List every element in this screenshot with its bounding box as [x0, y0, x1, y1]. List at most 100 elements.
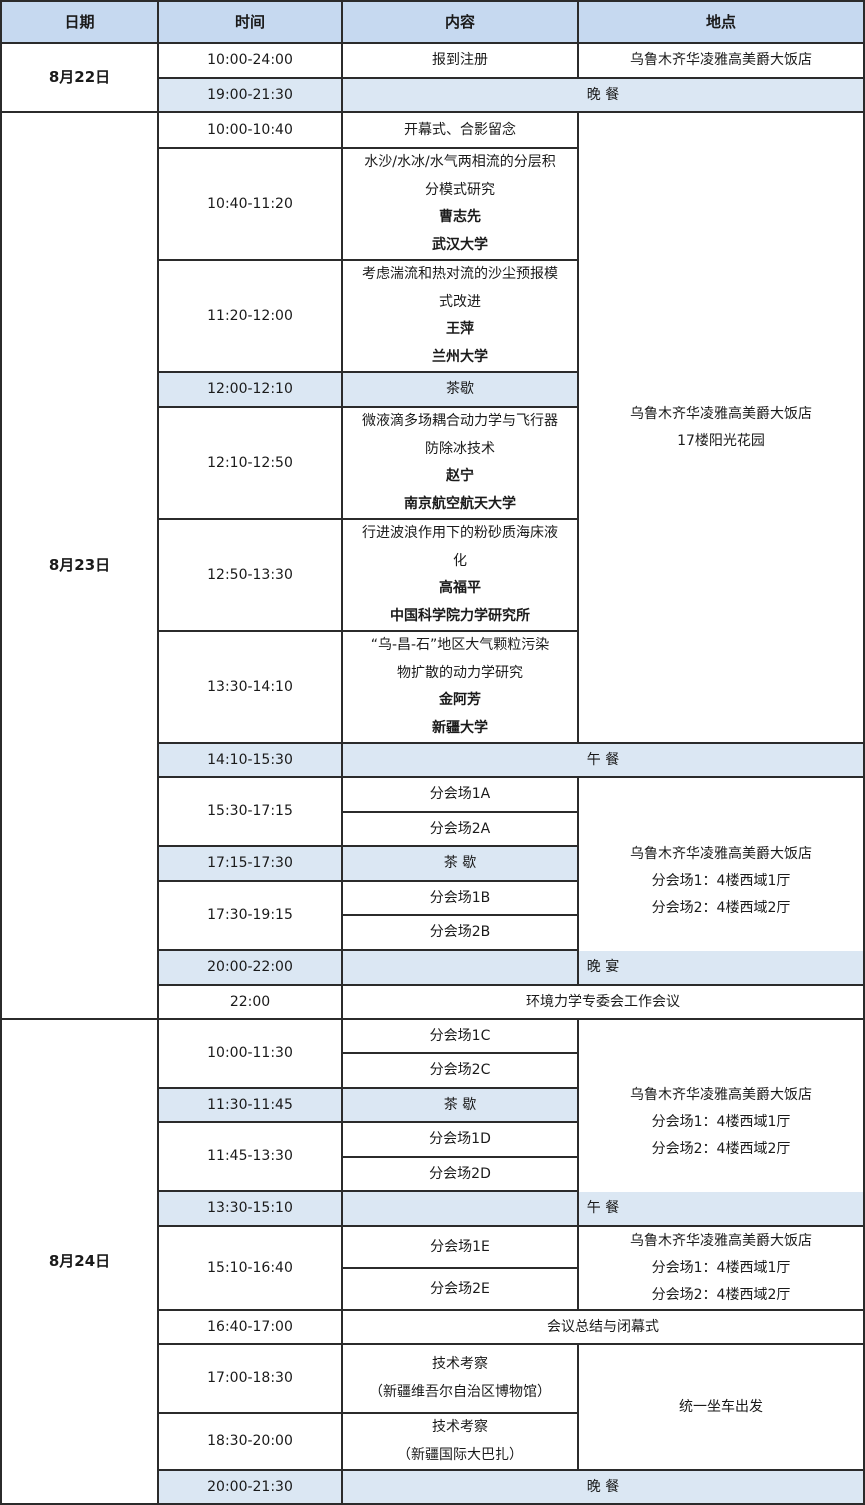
time-cell: 15:10-16:40 — [157, 1225, 343, 1311]
venue-line: 分会场1：4楼西域1厅 — [651, 872, 791, 889]
header-venue: 地点 — [577, 0, 865, 44]
time-cell: 17:15-17:30 — [157, 845, 343, 882]
venue-cell: 乌鲁木齐华凌雅高美爵大饭店 — [577, 42, 865, 79]
table-row: 分会场2D — [1, 1156, 864, 1192]
time-cell: 12:50-13:30 — [157, 518, 343, 632]
time-cell: 10:40-11:20 — [157, 147, 343, 261]
venue-line: 乌鲁木齐华凌雅高美爵大饭店 — [630, 1232, 812, 1249]
table-row: 11:45-13:30 分会场1D — [1, 1121, 864, 1192]
meal-cell: 午 餐 — [341, 1190, 865, 1227]
speaker-name: 赵宁 — [446, 468, 474, 484]
table-row: 17:30-19:15 分会场1B — [1, 880, 864, 951]
talk-title: 分模式研究 — [425, 181, 495, 198]
venue-line: 乌鲁木齐华凌雅高美爵大饭店 — [630, 1087, 812, 1103]
talk-cell: “乌-昌-石”地区大气颗粒污染 物扩散的动力学研究 金阿芳 新疆大学 — [341, 630, 579, 744]
table-row: 10:40-11:20 水沙/水冰/水气两相流的分层积 分模式研究 曹志先 武汉… — [1, 147, 864, 261]
table-row: 15:10-16:40 分会场1E 乌鲁木齐华凌雅高美爵大饭店 分会场1：4楼西… — [1, 1225, 865, 1311]
talk-cell: 行进波浪作用下的粉砂质海床液 化 高福平 中国科学院力学研究所 — [341, 518, 579, 632]
time-cell: 14:10-15:30 — [157, 742, 343, 778]
speaker-org: 武汉大学 — [432, 236, 488, 253]
table-row: 17:00-18:30 技术考察 （新疆维吾尔自治区博物馆） 统一坐车出发 — [1, 1343, 865, 1471]
speaker-org: 中国科学院力学研究所 — [390, 607, 530, 624]
time-cell: 20:00-22:00 — [157, 949, 343, 986]
meal-cell: 晚 餐 — [341, 1469, 865, 1505]
time-cell: 17:00-18:30 — [157, 1343, 343, 1414]
speaker-name: 高福平 — [439, 580, 481, 596]
time-cell: 19:00-21:30 — [157, 77, 343, 113]
date-cell: 8月24日 — [0, 1018, 159, 1505]
meal-cell: 晚 宴 — [341, 949, 865, 986]
time-cell: 13:30-15:10 — [157, 1190, 343, 1227]
session-cell: 分会场1E — [341, 1225, 579, 1269]
table-row: 分会场2E — [1, 1267, 864, 1311]
session-cell: 分会场2D — [341, 1156, 579, 1192]
venue-line: 乌鲁木齐华凌雅高美爵大饭店 — [630, 405, 812, 422]
time-cell: 17:30-19:15 — [157, 880, 343, 951]
speaker-org: 南京航空航天大学 — [404, 495, 516, 512]
time-cell: 11:45-13:30 — [157, 1121, 343, 1192]
speaker-name: 曹志先 — [439, 209, 481, 225]
excursion-cell: 技术考察 （新疆国际大巴扎） — [341, 1412, 579, 1471]
table-row: 16:40-17:00 会议总结与闭幕式 — [1, 1309, 865, 1345]
header-content: 内容 — [341, 0, 579, 44]
excursion-place: （新疆维吾尔自治区博物馆） — [369, 1383, 551, 1400]
table-row: 22:00 环境力学专委会工作会议 — [1, 984, 865, 1020]
venue-line: 17楼阳光花园 — [677, 432, 765, 449]
speaker-name: 王萍 — [446, 321, 474, 337]
time-cell: 11:30-11:45 — [157, 1087, 343, 1123]
content-cell: 开幕式、合影留念 — [341, 111, 579, 149]
time-cell: 10:00-24:00 — [157, 42, 343, 79]
table-row: 17:15-17:30 茶 歇 — [1, 845, 864, 882]
table-row: 分会场2B — [1, 914, 864, 951]
time-cell: 10:00-11:30 — [157, 1018, 343, 1089]
table-row: 18:30-20:00 技术考察 （新疆国际大巴扎） — [1, 1412, 864, 1471]
meal-cell: 晚 餐 — [341, 77, 865, 113]
table-row: 8月24日 10:00-11:30 分会场1C 乌鲁木齐华凌雅高美爵大饭店 分会… — [0, 1018, 865, 1505]
time-cell: 10:00-10:40 — [157, 111, 343, 149]
content-cell: 报到注册 — [341, 42, 579, 79]
table-row: 13:30-14:10 “乌-昌-石”地区大气颗粒污染 物扩散的动力学研究 金阿… — [1, 630, 864, 744]
table-row: 11:20-12:00 考虑湍流和热对流的沙尘预报模 式改进 王萍 兰州大学 — [1, 259, 864, 373]
content-cell: 环境力学专委会工作会议 — [341, 984, 865, 1020]
talk-cell: 考虑湍流和热对流的沙尘预报模 式改进 王萍 兰州大学 — [341, 259, 579, 373]
venue-cell: 乌鲁木齐华凌雅高美爵大饭店 17楼阳光花园 — [577, 111, 865, 744]
excursion-cell: 技术考察 （新疆维吾尔自治区博物馆） — [341, 1343, 579, 1414]
talk-title: “乌-昌-石”地区大气颗粒污染 — [370, 637, 550, 653]
excursion-title: 技术考察 — [432, 1356, 488, 1372]
venue-line: 分会场2：4楼西域2厅 — [651, 1286, 791, 1303]
time-cell: 15:30-17:15 — [157, 776, 343, 847]
time-cell: 16:40-17:00 — [157, 1309, 343, 1345]
break-cell: 茶歇 — [341, 371, 579, 408]
content-cell: 会议总结与闭幕式 — [341, 1309, 865, 1345]
table-row: 8月23日 10:00-10:40 开幕式、合影留念 乌鲁木齐华凌雅高美爵大饭店… — [0, 111, 865, 1020]
table-row: 11:30-11:45 茶 歇 — [1, 1087, 864, 1123]
venue-line: 分会场2：4楼西域2厅 — [651, 1141, 791, 1157]
time-cell: 18:30-20:00 — [157, 1412, 343, 1471]
table-row: 8月22日 10:00-24:00 报到注册 乌鲁木齐华凌雅高美爵大饭店 — [0, 42, 865, 113]
session-cell: 分会场2A — [341, 811, 579, 847]
talk-cell: 水沙/水冰/水气两相流的分层积 分模式研究 曹志先 武汉大学 — [341, 147, 579, 261]
session-cell: 分会场1C — [341, 1018, 579, 1054]
venue-line: 乌鲁木齐华凌雅高美爵大饭店 — [630, 845, 812, 862]
speaker-name: 金阿芳 — [439, 692, 481, 708]
table-row: 12:50-13:30 行进波浪作用下的粉砂质海床液 化 高福平 中国科学院力学… — [1, 518, 864, 632]
header-time: 时间 — [157, 0, 343, 44]
date-cell: 8月23日 — [0, 111, 159, 1020]
date-cell: 8月22日 — [0, 42, 159, 113]
speaker-org: 兰州大学 — [432, 348, 488, 365]
talk-title: 行进波浪作用下的粉砂质海床液 — [362, 525, 558, 541]
header-row: 日期 时间 内容 地点 — [0, 0, 865, 44]
header-date: 日期 — [0, 0, 159, 44]
meal-cell: 午 餐 — [341, 742, 865, 778]
excursion-title: 技术考察 — [432, 1419, 488, 1435]
time-cell: 12:00-12:10 — [157, 371, 343, 408]
table-row: 12:00-12:10 茶歇 — [1, 371, 864, 408]
time-cell: 13:30-14:10 — [157, 630, 343, 744]
time-cell: 12:10-12:50 — [157, 406, 343, 520]
talk-title: 水沙/水冰/水气两相流的分层积 — [364, 154, 556, 170]
venue-cell: 统一坐车出发 — [577, 1343, 865, 1471]
session-cell: 分会场1D — [341, 1121, 579, 1158]
talk-title: 式改进 — [439, 293, 481, 310]
session-cell: 分会场2B — [341, 914, 579, 951]
venue-line: 分会场1：4楼西域1厅 — [651, 1259, 791, 1276]
